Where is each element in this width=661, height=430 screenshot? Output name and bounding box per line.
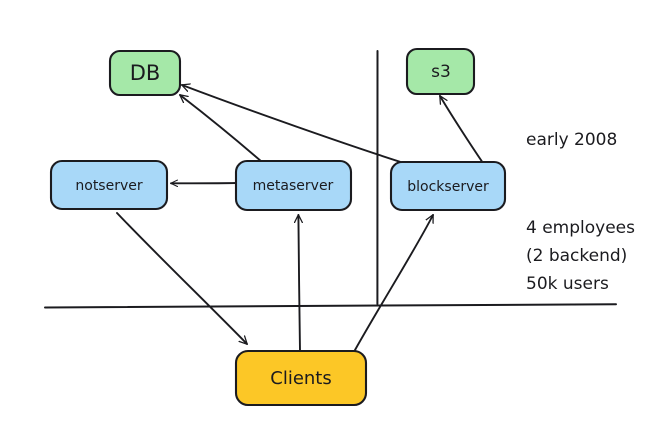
node-db-shape[interactable]: [108, 49, 182, 97]
edge-blockserver-to-db: [182, 85, 408, 165]
node-metaserver-label: metaserver: [253, 178, 334, 194]
node-notserver-shape[interactable]: [49, 159, 169, 211]
annotations: early 2008 4 employees (2 backend) 50k u…: [526, 130, 635, 294]
node-s3-shape[interactable]: [405, 47, 476, 96]
node-clients-shape[interactable]: [234, 349, 368, 407]
node-db-label: DB: [130, 61, 161, 85]
horizontal-divider: [44, 303, 617, 309]
node-db[interactable]: DB: [108, 49, 182, 97]
node-s3[interactable]: s3: [405, 47, 476, 96]
edge-clients-to-metaserver: [298, 215, 300, 352]
team-size-note: 4 employees: [526, 218, 635, 238]
node-s3-label: s3: [431, 62, 451, 82]
node-blockserver[interactable]: blockserver: [389, 160, 507, 212]
backend-note: (2 backend): [526, 246, 627, 266]
node-clients[interactable]: Clients: [234, 349, 368, 407]
node-metaserver-shape[interactable]: [234, 159, 353, 212]
user-count-note: 50k users: [526, 274, 609, 294]
node-notserver-label: notserver: [75, 178, 142, 194]
node-blockserver-label: blockserver: [407, 179, 489, 195]
edge-metaserver-to-db: [179, 94, 263, 163]
era-note: early 2008: [526, 130, 617, 150]
node-clients-label: Clients: [270, 368, 332, 389]
divider-lines: [44, 50, 617, 309]
node-blockserver-shape[interactable]: [389, 160, 507, 212]
edge-notserver-to-clients: [116, 212, 248, 345]
edge-clients-to-blockserver: [354, 215, 434, 351]
node-metaserver[interactable]: metaserver: [234, 159, 353, 212]
edges: [116, 85, 484, 352]
node-notserver[interactable]: notserver: [49, 159, 169, 211]
edge-blockserver-to-s3: [439, 96, 484, 164]
nodes: DB s3 notserver metaserver blockserver C: [49, 47, 507, 407]
